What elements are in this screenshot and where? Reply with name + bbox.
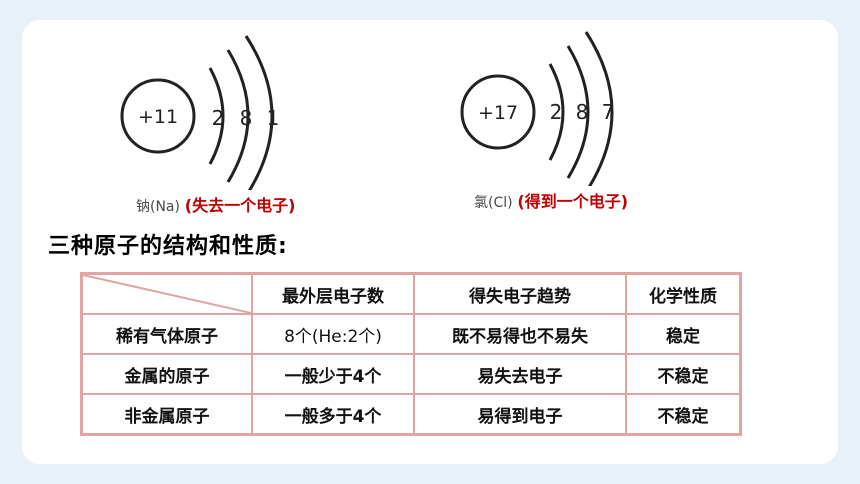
cell-outer-electrons: 一般少于4个 [251, 353, 415, 395]
electron-shell-1 [208, 67, 225, 165]
diagonal-header-cell [80, 272, 253, 315]
row-label: 非金属原子 [80, 393, 253, 436]
electron-shell-2 [226, 49, 250, 183]
sodium-note: (失去一个电子) [184, 196, 296, 215]
cell-chemical-property: 稳定 [625, 313, 742, 355]
electron-shell-3 [584, 31, 614, 193]
shell-count-2: 8 [576, 100, 589, 124]
table-row: 金属的原子 一般少于4个 易失去电子 不稳定 [80, 353, 742, 395]
sodium-atom-diagram: +11 2 8 1 [110, 30, 310, 197]
electron-shell-2 [566, 45, 590, 179]
chlorine-name: 氯(Cl) [474, 195, 513, 211]
nucleus-circle [460, 74, 536, 150]
chlorine-caption: 氯(Cl) (得到一个电子) [474, 188, 628, 212]
chlorine-atom-diagram: +17 2 8 7 [450, 26, 650, 193]
section-heading: 三种原子的结构和性质: [48, 234, 288, 259]
electron-shell-1 [548, 63, 565, 161]
nucleus-circle [120, 78, 196, 154]
sodium-name: 钠(Na) [136, 199, 180, 215]
header-outer-electrons: 最外层电子数 [251, 272, 415, 315]
cell-electron-tendency: 易失去电子 [413, 353, 627, 395]
cell-outer-electrons: 一般多于4个 [251, 393, 415, 436]
cell-chemical-property: 不稳定 [625, 353, 742, 395]
cell-electron-tendency: 易得到电子 [413, 393, 627, 436]
table-row: 稀有气体原子 8个(He:2个) 既不易得也不易失 稳定 [80, 313, 742, 355]
shell-count-1: 2 [212, 106, 225, 130]
cell-electron-tendency: 既不易得也不易失 [413, 313, 627, 355]
row-label: 稀有气体原子 [80, 313, 253, 355]
electron-shell-3 [244, 35, 274, 197]
shell-count-3: 7 [602, 100, 615, 124]
sodium-caption: 钠(Na) (失去一个电子) [136, 192, 295, 216]
atom-properties-table: 最外层电子数 得失电子趋势 化学性质 稀有气体原子 8个(He:2个) 既不易得… [80, 272, 742, 436]
nucleus-charge: +11 [138, 106, 178, 128]
shell-count-3: 1 [267, 106, 280, 130]
shell-count-2: 8 [240, 106, 253, 130]
table-header-row: 最外层电子数 得失电子趋势 化学性质 [80, 272, 742, 315]
header-electron-tendency: 得失电子趋势 [413, 272, 627, 315]
cell-outer-electrons: 8个(He:2个) [251, 313, 415, 355]
table-row: 非金属原子 一般多于4个 易得到电子 不稳定 [80, 393, 742, 436]
nucleus-charge: +17 [478, 102, 518, 124]
shell-count-1: 2 [550, 100, 563, 124]
header-chemical-property: 化学性质 [625, 272, 742, 315]
chlorine-note: (得到一个电子) [517, 192, 629, 211]
row-label: 金属的原子 [80, 353, 253, 395]
cell-chemical-property: 不稳定 [625, 393, 742, 436]
